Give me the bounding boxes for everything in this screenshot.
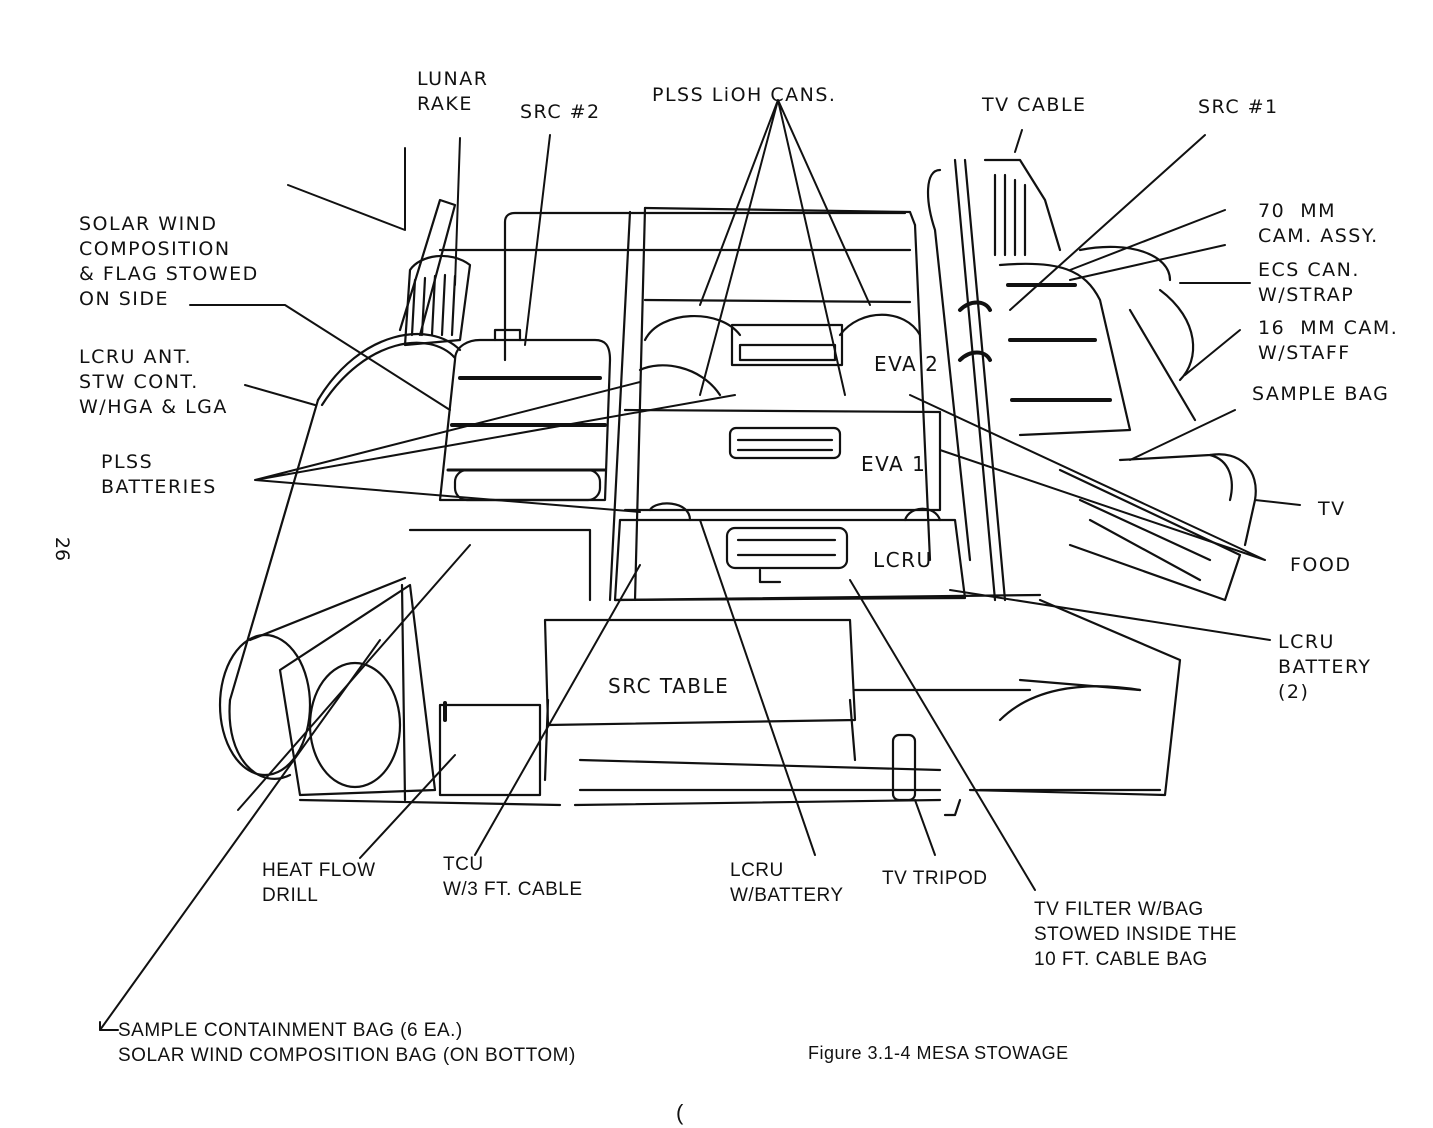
camera-region bbox=[1078, 245, 1197, 422]
label-sample-containment-bag: SAMPLE CONTAINMENT BAG (6 EA.) SOLAR WIN… bbox=[118, 1020, 576, 1066]
center-drawers bbox=[613, 364, 967, 602]
label-src2: SRC #2 bbox=[520, 101, 601, 123]
plss-lioh-cans bbox=[643, 313, 922, 367]
figure-caption: Figure 3.1-4 MESA STOWAGE bbox=[808, 1043, 1069, 1063]
stray-mark: ( bbox=[676, 1100, 684, 1125]
label-heat-flow-drill: HEAT FLOW DRILL bbox=[262, 860, 376, 906]
label-tv: TV bbox=[1318, 498, 1346, 520]
label-ecs-can: ECS CAN. W/STRAP bbox=[1258, 259, 1360, 306]
label-tv-tripod: TV TRIPOD bbox=[882, 868, 988, 889]
label-eva2: EVA 2 bbox=[874, 352, 940, 376]
label-sample-bag: SAMPLE BAG bbox=[1252, 383, 1390, 405]
label-16mm-camera: 16 MM CAM. W/STAFF bbox=[1258, 317, 1399, 364]
label-tv-cable: TV CABLE bbox=[982, 94, 1087, 116]
label-src-table: SRC TABLE bbox=[608, 674, 730, 698]
label-solar-wind-composition-flag: SOLAR WIND COMPOSITION & FLAG STOWED ON … bbox=[79, 213, 259, 310]
page-number: 26 bbox=[51, 536, 74, 562]
label-plss-lioh-cans: PLSS LiOH CANS. bbox=[652, 84, 837, 106]
label-tv-filter: TV FILTER W/BAG STOWED INSIDE THE 10 FT.… bbox=[1034, 899, 1238, 970]
lunar-rake bbox=[398, 198, 472, 347]
right-rails bbox=[926, 158, 1062, 602]
label-lunar-rake: LUNAR RAKE bbox=[417, 68, 489, 115]
label-plss-batteries: PLSS BATTERIES bbox=[101, 451, 217, 498]
label-src1: SRC #1 bbox=[1198, 96, 1279, 118]
label-lcru-w-battery: LCRU W/BATTERY bbox=[730, 860, 844, 906]
lcru-antenna-container bbox=[218, 332, 462, 780]
label-tcu: TCU W/3 FT. CABLE bbox=[443, 854, 583, 900]
label-70mm-camera: 70 MM CAM. ASSY. bbox=[1258, 200, 1379, 247]
bottom-frame bbox=[298, 593, 1162, 807]
src1-box bbox=[958, 262, 1132, 437]
leader-lines bbox=[99, 99, 1301, 1031]
label-eva1: EVA 1 bbox=[861, 452, 927, 476]
tv-and-food bbox=[968, 453, 1257, 797]
label-food: FOOD bbox=[1290, 554, 1352, 576]
mesa-back-panel bbox=[438, 206, 932, 602]
src-table bbox=[543, 618, 1032, 817]
label-lcru: LCRU bbox=[873, 548, 933, 572]
src2-box bbox=[438, 328, 612, 502]
label-lcru-battery: LCRU BATTERY (2) bbox=[1278, 631, 1372, 703]
label-lcru-antenna: LCRU ANT. STW CONT. W/HGA & LGA bbox=[79, 346, 228, 418]
